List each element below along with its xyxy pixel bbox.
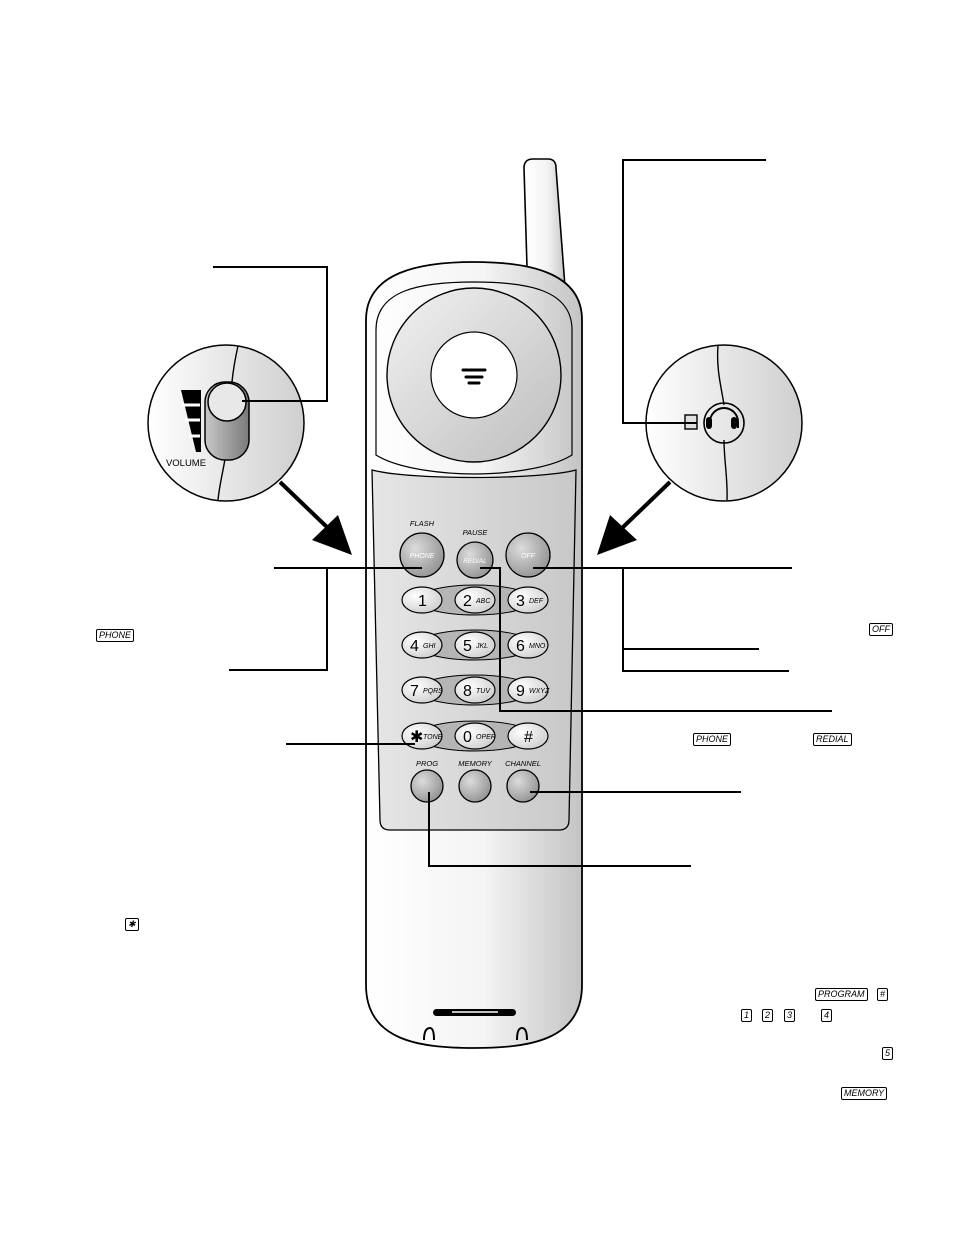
channel-button[interactable] <box>506 769 540 803</box>
key-letters: TUV <box>476 688 491 695</box>
off-button[interactable] <box>505 532 551 578</box>
key-digit: 4 <box>410 638 419 655</box>
volume-inset: VOLUME <box>147 344 305 502</box>
key-letters: PQRS <box>423 688 443 695</box>
phone-button[interactable] <box>399 532 445 578</box>
key-digit: 9 <box>516 683 525 700</box>
memory-label: MEMORY <box>458 759 492 768</box>
keypad-key-wxyz[interactable]: 9 WXYZ <box>507 676 550 704</box>
keypad-key-tone[interactable]: ✱TONE <box>401 722 443 750</box>
volume-knob <box>207 382 247 422</box>
redial-button-label: REDIAL <box>463 558 487 565</box>
volume-label: VOLUME <box>166 458 206 469</box>
channel-label: CHANNEL <box>505 759 541 768</box>
key-digit: 5 <box>463 638 472 655</box>
key-digit: # <box>524 729 533 746</box>
redial-key-ref: REDIAL <box>813 733 852 746</box>
prog-button[interactable] <box>410 769 444 803</box>
key-digit: 2 <box>463 593 472 610</box>
arrow-volume <box>312 515 352 555</box>
keypad-key-def[interactable]: 3 DEF <box>507 586 549 614</box>
callout-lines <box>213 159 832 867</box>
key-digit: 1 <box>418 593 427 610</box>
antenna <box>523 158 567 301</box>
two-key-ref: 2 <box>762 1009 774 1022</box>
keypad-key-1[interactable]: 1 <box>401 586 443 614</box>
program-key-ref: PROGRAM <box>815 988 868 1001</box>
arrow-headset <box>597 515 637 555</box>
key-digit: 7 <box>410 683 419 700</box>
keypad-key-ghi[interactable]: 4 GHI <box>401 631 443 659</box>
star-key-ref: ✱ <box>125 918 139 931</box>
key-letters: TONE <box>423 734 443 741</box>
off-button-label: OFF <box>521 553 536 560</box>
phone-button-label: PHONE <box>410 553 435 560</box>
keypad-key-oper[interactable]: 0 OPER <box>454 722 496 750</box>
one-key-ref: 1 <box>741 1009 753 1022</box>
flash-label: FLASH <box>410 519 435 528</box>
off-key-ref: OFF <box>869 623 893 636</box>
memory-key-ref: MEMORY <box>841 1087 888 1100</box>
three-key-ref: 3 <box>784 1009 796 1022</box>
keypad-key-pqrs[interactable]: 7 PQRS <box>401 676 443 704</box>
key-digit: 0 <box>463 729 472 746</box>
key-letters: OPER <box>476 734 496 741</box>
keypad-key-tuv[interactable]: 8 TUV <box>454 676 496 704</box>
speaker-slot <box>461 368 487 385</box>
key-digit: 6 <box>516 638 525 655</box>
key-letters: GHI <box>423 643 436 650</box>
key-letters: ABC <box>475 598 491 605</box>
key-letters: DEF <box>529 598 544 605</box>
five-key-ref: 5 <box>882 1047 894 1060</box>
four-key-ref: 4 <box>821 1009 833 1022</box>
prog-label: PROG <box>416 759 438 768</box>
pause-label: PAUSE <box>463 528 489 537</box>
keypad-key-pound[interactable]: # <box>507 722 549 750</box>
phone-key-ref-left: PHONE <box>96 629 135 642</box>
memory-button[interactable] <box>458 769 492 803</box>
key-digit: 3 <box>516 593 525 610</box>
key-digit: 8 <box>463 683 472 700</box>
key-letters: WXYZ <box>529 688 550 695</box>
key-letters: JKL <box>475 643 488 650</box>
headset-jack <box>703 402 745 444</box>
key-digit: ✱ <box>410 729 423 746</box>
key-letters: MNO <box>529 643 546 650</box>
keypad-key-mno[interactable]: 6 MNO <box>507 631 549 659</box>
pound-key-ref: # <box>877 988 889 1001</box>
phone-key-ref-mid: PHONE <box>693 733 732 746</box>
earpiece <box>430 331 518 419</box>
